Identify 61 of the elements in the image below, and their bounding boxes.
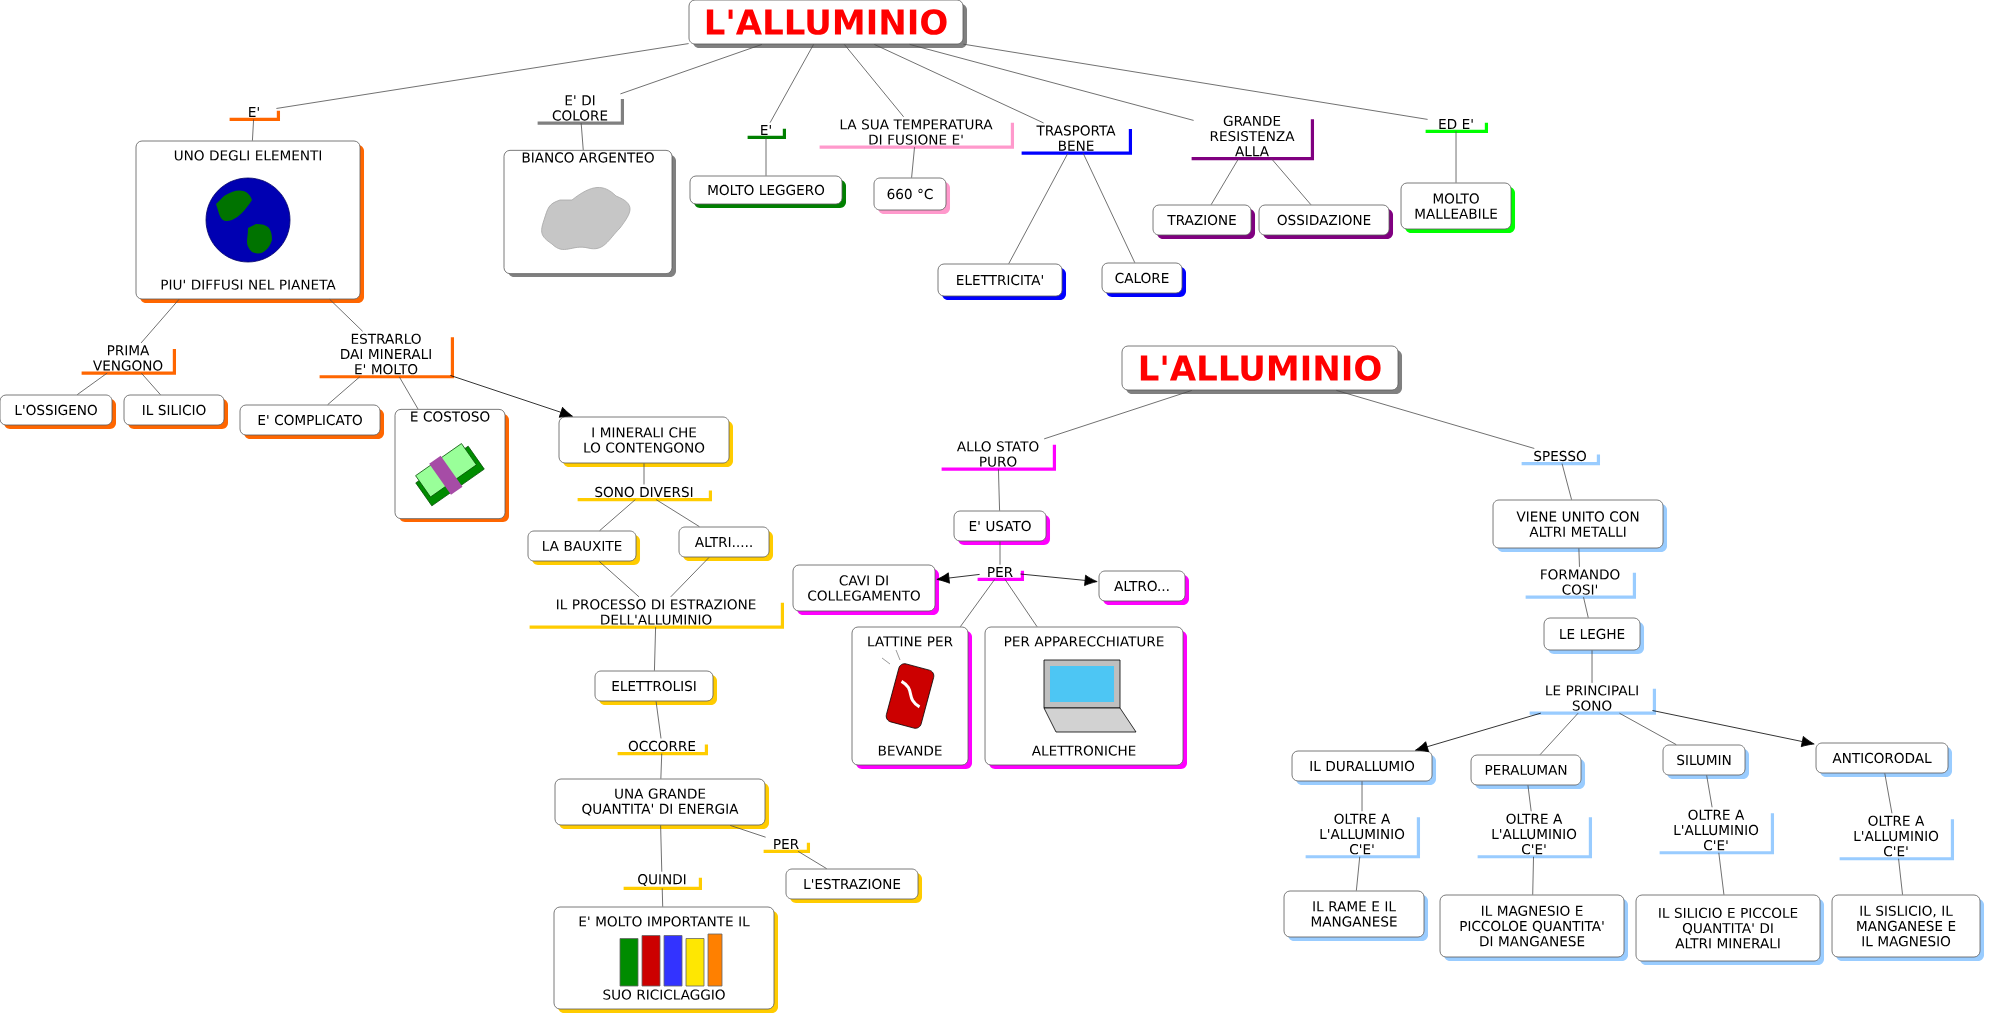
arrow: [450, 375, 573, 418]
connector-line: [252, 118, 254, 141]
connector-line: [873, 44, 1044, 124]
connector-line: [963, 43, 1428, 120]
connector-line: [76, 372, 108, 395]
connector-line: [1578, 548, 1580, 568]
connector-line: [140, 299, 180, 344]
connector-line: [655, 499, 700, 527]
connector-line: [670, 557, 710, 598]
connector-line: [654, 626, 656, 671]
connector-line: [1008, 152, 1069, 264]
arrow: [1020, 573, 1098, 586]
connector-line: [1532, 856, 1534, 895]
connector-line: [1043, 390, 1193, 440]
connector-line: [999, 541, 1001, 566]
connector-line: [599, 499, 636, 531]
connector-line: [1539, 712, 1579, 755]
connector-line: [580, 122, 584, 151]
connector-line: [1271, 158, 1312, 205]
connector-line: [765, 136, 767, 176]
connector-line: [140, 372, 161, 395]
connector-line: [797, 850, 827, 869]
connector-line: [1082, 152, 1136, 263]
connector-line: [1898, 858, 1903, 895]
connector-line: [729, 825, 766, 838]
connector-line: [1455, 130, 1457, 183]
connector-line: [960, 578, 996, 627]
arrow: [936, 572, 980, 584]
connector-line: [660, 753, 663, 779]
connector-line: [909, 44, 1194, 121]
connector-line: [655, 701, 662, 739]
connector-line: [643, 463, 645, 485]
connector-line: [1884, 773, 1893, 814]
connector-line: [1583, 596, 1589, 618]
connector-line: [1004, 578, 1038, 627]
title-box: L'ALLUMINIO: [688, 0, 967, 48]
connector-line: [1718, 852, 1725, 895]
connector-line: [327, 376, 361, 405]
arrow: [1652, 710, 1815, 748]
connector-line: [1706, 775, 1713, 808]
connector-line: [620, 44, 763, 95]
connector-line: [660, 825, 663, 873]
connector-line: [843, 44, 905, 118]
title-box: L'ALLUMINIO: [1121, 345, 1402, 394]
connector-line: [1591, 650, 1593, 684]
connector-line: [1355, 856, 1361, 891]
connector-line: [998, 468, 1000, 511]
arrow: [1415, 712, 1542, 753]
connector-line: [1210, 158, 1239, 205]
connector-line: [1618, 712, 1677, 745]
connector-line: [769, 44, 814, 124]
connector-line: [1561, 463, 1572, 500]
connector-line: [661, 887, 664, 907]
connector-line: [329, 299, 363, 332]
connector-line: [598, 561, 640, 598]
connector-line: [1336, 390, 1535, 449]
connector-line: [911, 146, 915, 178]
connector-line: [398, 376, 419, 410]
connector-line: [1361, 781, 1363, 812]
connector-line: [276, 43, 689, 109]
connector-line: [1527, 785, 1532, 812]
